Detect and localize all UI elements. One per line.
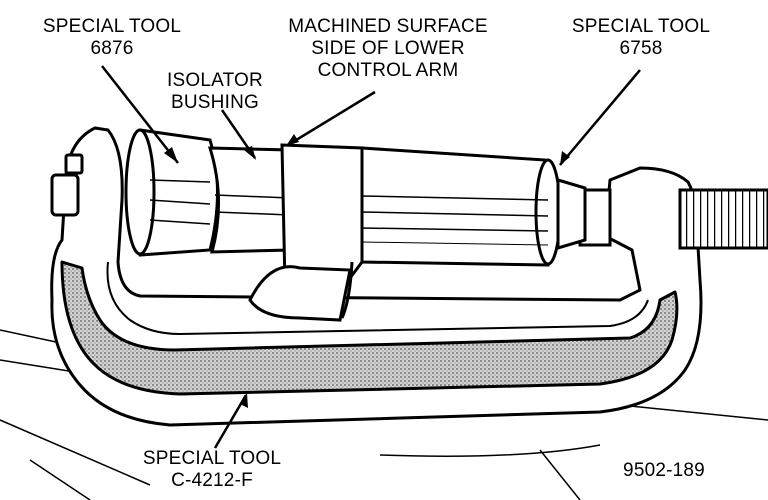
leader-machined <box>287 90 376 147</box>
label-special-tool-6876: SPECIAL TOOL 6876 <box>42 16 182 59</box>
label-special-tool-6758: SPECIAL TOOL 6758 <box>571 16 711 59</box>
isolator-bushing <box>207 146 292 254</box>
leader-6876 <box>101 65 179 164</box>
left-stub <box>50 153 84 217</box>
label-special-tool-c4212f: SPECIAL TOOL C-4212-F <box>142 448 282 491</box>
tool-6758-cylinder <box>360 146 587 267</box>
figure-number: 9502-189 <box>623 460 705 481</box>
label-isolator-bushing: ISOLATOR BUSHING <box>167 70 263 113</box>
c-frame-tool-c4212f <box>50 126 703 427</box>
label-machined-surface: MACHINED SURFACE SIDE OF LOWER CONTROL A… <box>288 16 488 81</box>
leader-6758 <box>559 69 641 166</box>
arrow-heads <box>164 134 570 408</box>
tool-6876-cup <box>124 128 219 257</box>
background-lines <box>0 329 768 500</box>
